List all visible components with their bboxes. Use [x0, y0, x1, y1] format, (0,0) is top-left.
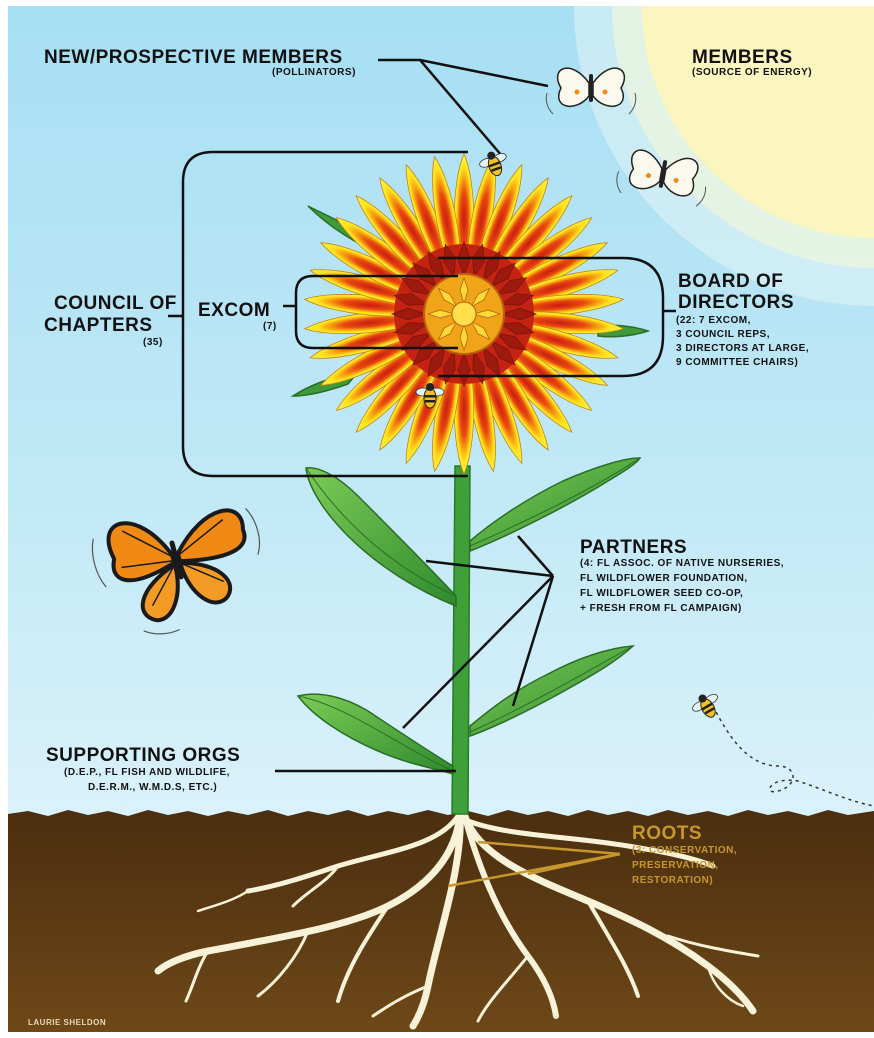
members-connector	[378, 60, 502, 156]
flower-core	[452, 302, 476, 326]
partners-line-1-text: (4: FL ASSOC. OF NATIVE NURSERIES,	[580, 559, 784, 570]
board-title-2: DIRECTORS	[678, 293, 794, 313]
bee-flight-path	[713, 706, 874, 806]
monarch-butterfly-icon	[86, 490, 277, 647]
members-sub: (SOURCE OF ENERGY)	[692, 68, 812, 79]
board-line-3: 3 DIRECTORS AT LARGE,	[676, 344, 809, 355]
excom-title: EXCOM	[198, 301, 270, 321]
partners-line-1	[426, 561, 553, 576]
diagram-art	[8, 6, 874, 1032]
new-members-sub: (POLLINATORS)	[272, 68, 356, 79]
partners-line-3-text: FL WILDFLOWER SEED CO-OP,	[580, 589, 743, 600]
roots-title: ROOTS	[632, 824, 702, 844]
supporting-line-1-text: (D.E.P., FL FISH AND WILDLIFE,	[64, 768, 230, 779]
board-line-2: 3 COUNCIL REPS,	[676, 330, 770, 341]
excom-sub: (7)	[263, 322, 277, 333]
council-sub: (35)	[143, 338, 163, 349]
members-title: MEMBERS	[692, 48, 793, 68]
flower-icon	[304, 154, 624, 474]
partners-title: PARTNERS	[580, 538, 687, 558]
supporting-title: SUPPORTING ORGS	[46, 746, 240, 766]
partners-line-4-text: + FRESH FROM FL CAMPAIGN)	[580, 604, 742, 615]
new-members-title: NEW/PROSPECTIVE MEMBERS	[44, 48, 343, 68]
board-line-1: (22: 7 EXCOM,	[676, 316, 751, 327]
council-title-2: CHAPTERS	[44, 316, 153, 336]
council-title-1: COUNCIL OF	[54, 294, 177, 314]
board-title-1: BOARD OF	[678, 272, 783, 292]
supporting-line-2-text: D.E.R.M., W.M.D.s, ETC.)	[88, 783, 217, 794]
bee-icon	[688, 688, 725, 724]
roots-line-1: (3: CONSERVATION,	[632, 846, 737, 857]
stem	[452, 466, 470, 814]
artist-credit: LAURIE SHELDON	[28, 1018, 106, 1027]
roots-line-2: PRESERVATION,	[632, 861, 719, 872]
org-flower-diagram: NEW/PROSPECTIVE MEMBERS (POLLINATORS) ME…	[8, 6, 874, 1032]
board-line-4: 9 COMMITTEE CHAIRS)	[676, 358, 798, 369]
partners-line-2-text: FL WILDFLOWER FOUNDATION,	[580, 574, 748, 585]
roots-line-3: RESTORATION)	[632, 876, 713, 887]
partners-line-2	[518, 536, 553, 576]
